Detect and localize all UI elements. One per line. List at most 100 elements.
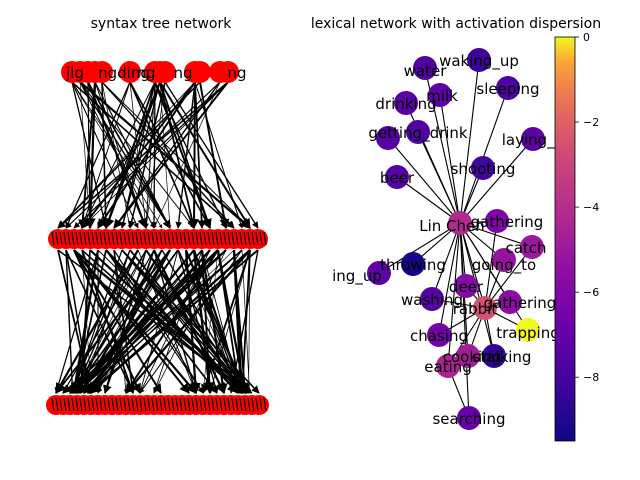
colorbar-ticks: 0−2−4−6−8 xyxy=(575,31,599,384)
syntax-edge-top xyxy=(189,81,200,229)
syntax-edge-bottom xyxy=(121,249,251,394)
syntax-edge-bottom xyxy=(87,249,259,394)
syntax-edge-top xyxy=(57,81,229,229)
lexical-edge xyxy=(459,87,509,224)
syntax-label-clutter xyxy=(135,231,139,246)
lexical-node-label: deer xyxy=(449,278,484,296)
syntax-node-label: jlg xyxy=(65,64,84,82)
syntax-label-clutter xyxy=(171,397,175,412)
syntax-label-clutter xyxy=(91,397,95,412)
syntax-label-clutter xyxy=(211,397,215,412)
syntax-label-clutter xyxy=(151,397,155,412)
syntax-label-clutter xyxy=(223,231,227,246)
syntax-label-clutter xyxy=(235,397,239,412)
lexical-node xyxy=(457,406,481,430)
lexical-node xyxy=(428,83,452,107)
syntax-label-clutter xyxy=(187,397,191,412)
lexical-node xyxy=(492,248,516,272)
syntax-label-clutter xyxy=(227,231,231,246)
syntax-edge-bottom xyxy=(72,249,107,394)
syntax-label-clutter xyxy=(75,397,79,412)
syntax-label-clutter xyxy=(263,231,267,246)
syntax-edge-bottom xyxy=(200,249,228,395)
lexical-node xyxy=(436,354,460,378)
syntax-node-top xyxy=(154,61,176,83)
syntax-label-clutter xyxy=(255,231,259,246)
syntax-label-clutter xyxy=(175,231,179,246)
syntax-label-clutter xyxy=(231,397,235,412)
lexical-node-label: milk xyxy=(426,87,458,105)
syntax-edge-top xyxy=(101,81,132,229)
lexical-node xyxy=(482,344,506,368)
syntax-label-clutter xyxy=(215,397,219,412)
lexical-node-label: catch xyxy=(505,239,546,257)
syntax-label-clutter xyxy=(123,397,127,412)
syntax-label-clutter xyxy=(139,397,143,412)
syntax-label-clutter xyxy=(179,231,183,246)
syntax-edge-bottom xyxy=(232,249,247,395)
syntax-label-clutter xyxy=(99,397,103,412)
syntax-edge-bottom xyxy=(76,249,227,394)
syntax-label-clutter xyxy=(199,231,203,246)
syntax-label-clutter xyxy=(119,231,123,246)
syntax-edge-bottom xyxy=(77,249,195,394)
syntax-edge-top xyxy=(57,81,201,229)
syntax-edge-bottom xyxy=(238,249,251,394)
syntax-label-clutter xyxy=(163,231,167,246)
syntax-label-clutter xyxy=(151,231,155,246)
lexical-node-label: gathering xyxy=(484,294,557,312)
syntax-edge-bottom xyxy=(201,249,242,394)
lexical-node xyxy=(485,209,509,233)
syntax-label-clutter xyxy=(83,397,87,412)
syntax-edge-top xyxy=(199,81,230,229)
syntax-label-clutter xyxy=(107,231,111,246)
lexical-network-panel: lexical network with activation dispersi… xyxy=(311,16,601,430)
syntax-node-top xyxy=(217,61,239,83)
lexical-edge xyxy=(438,222,461,336)
lexical-edge xyxy=(459,59,480,224)
syntax-edge-top xyxy=(94,81,147,229)
lexical-node-label: water xyxy=(404,62,448,80)
syntax-edge-bottom xyxy=(54,249,99,394)
syntax-label-clutter xyxy=(51,231,55,246)
syntax-label-clutter xyxy=(51,397,55,412)
syntax-label-clutter xyxy=(247,397,251,412)
syntax-label-clutter xyxy=(175,397,179,412)
syntax-node-top xyxy=(189,61,211,83)
syntax-node-top xyxy=(91,61,113,83)
syntax-label-clutter xyxy=(183,397,187,412)
syntax-label-clutter xyxy=(123,231,127,246)
lexical-node-label: laying_d xyxy=(502,131,564,150)
syntax-edge-top xyxy=(194,81,206,229)
syntax-label-clutter xyxy=(147,231,151,246)
syntax-label-clutter xyxy=(87,231,91,246)
syntax-edge-top xyxy=(73,81,229,229)
syntax-label-clutter xyxy=(71,231,75,246)
syntax-label-clutter xyxy=(87,397,91,412)
syntax-edge-bottom xyxy=(73,249,139,394)
syntax-edge-top xyxy=(101,81,235,229)
syntax-label-clutter xyxy=(223,397,227,412)
syntax-label-clutter xyxy=(79,231,83,246)
syntax-label-clutter xyxy=(179,397,183,412)
syntax-label-clutter xyxy=(251,397,255,412)
syntax-label-clutter xyxy=(231,231,235,246)
syntax-edge-top xyxy=(81,81,156,229)
syntax-edge-top xyxy=(175,81,196,229)
lexical-node-label: stalking xyxy=(473,348,532,366)
syntax-label-clutter xyxy=(111,397,115,412)
syntax-edge-bottom xyxy=(62,249,147,394)
syntax-label-clutter xyxy=(211,231,215,246)
syntax-edge-bottom xyxy=(88,249,235,394)
syntax-edge-bottom xyxy=(209,249,251,394)
lexical-node xyxy=(456,344,480,368)
syntax-label-clutter xyxy=(199,397,203,412)
syntax-label-clutter xyxy=(119,397,123,412)
lexical-edge xyxy=(439,94,461,224)
lexical-node-label: getting_drink xyxy=(368,124,468,143)
lexical-node-label: beer xyxy=(380,169,415,187)
syntax-label-clutter xyxy=(75,231,79,246)
syntax-node-label: ng xyxy=(136,64,155,82)
syntax-label-clutter xyxy=(195,397,199,412)
